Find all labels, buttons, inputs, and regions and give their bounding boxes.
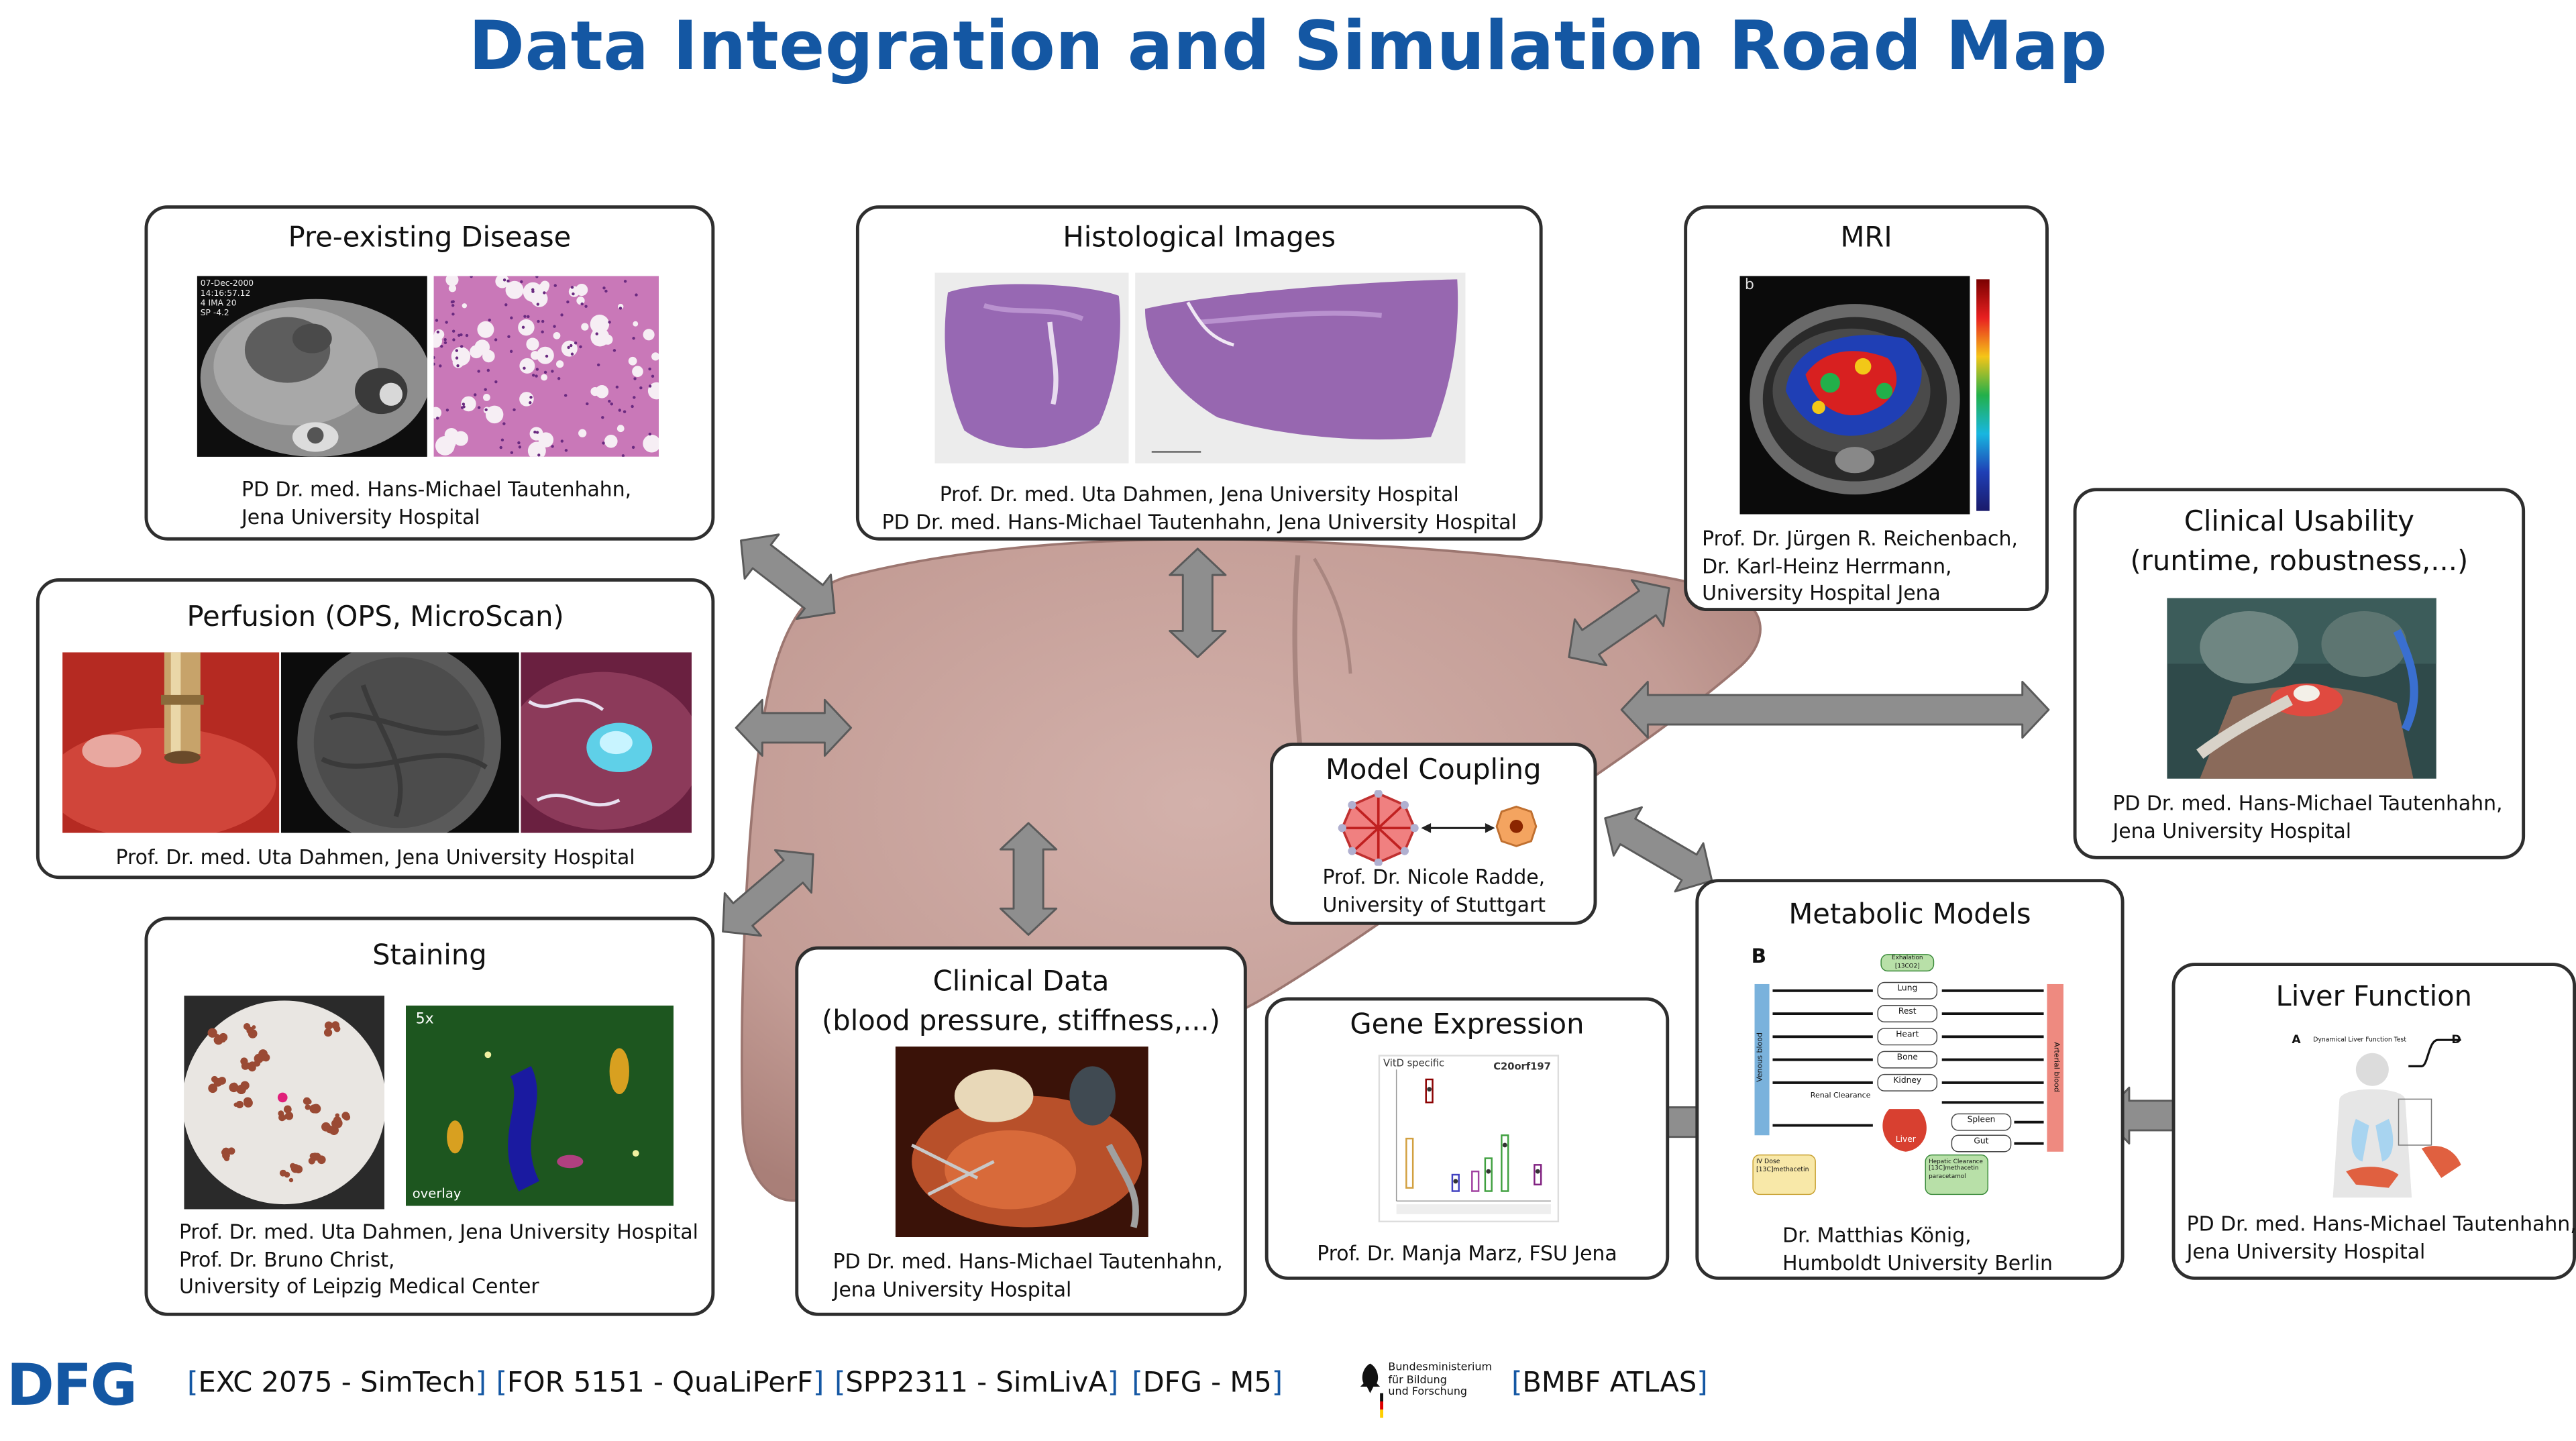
gene-expression-title: Gene Expression [1350, 1008, 1585, 1042]
liver-function-test-diagram: A D Dynamical Liver Function Test [2290, 1033, 2471, 1198]
histological-images-title: Histological Images [1063, 221, 1336, 255]
staining-title: Staining [372, 939, 487, 973]
arrow-clinical-data [999, 822, 1058, 936]
model-coupling-credit: Prof. Dr. Nicole Radde, University of St… [1322, 865, 1546, 916]
mri-perfusion-map: b [1739, 276, 1970, 515]
gene-expression-plot-label: VitD specific [1383, 1058, 1445, 1070]
pbpk-model-diagram: B Exhalation [13CO2] Lung Rest Heart Bon… [1745, 945, 2080, 1204]
clinical-usability-credit: PD Dr. med. Hans-Michael Tautenhahn, Jen… [2112, 792, 2503, 843]
pre-existing-disease-title: Pre-existing Disease [288, 221, 572, 255]
clinical-usability-panel: Clinical Usability (runtime, robustness,… [2073, 488, 2526, 859]
metabolic-models-title: Metabolic Models [1788, 898, 2031, 932]
clinical-data-credit: PD Dr. med. Hans-Michael Tautenhahn, Jen… [833, 1250, 1223, 1301]
liver-function-panel-a: A [2292, 1033, 2301, 1047]
histological-images-panel: Histological Images Prof. Dr. med. Uta D… [855, 205, 1543, 541]
gene-expression-credit: Prof. Dr. Manja Marz, FSU Jena [1317, 1242, 1617, 1265]
mri-panel: MRI b Prof. Dr. Jürgen R. Reichenbach, D… [1684, 205, 2049, 612]
footer-exc-2075: [EXC 2075 - SimTech] [187, 1367, 487, 1400]
pbpk-exhalation-label: Exhalation [13CO2] [1892, 954, 1923, 969]
arrow-histological [1169, 547, 1227, 659]
pbpk-organ-lung: Lung [1897, 983, 1918, 994]
pbpk-organ-rest: Rest [1898, 1007, 1917, 1017]
pre-existing-disease-credit: PD Dr. med. Hans-Michael Tautenhahn, Jen… [241, 478, 632, 529]
bmbf-text: Bundesministerium für Bildung und Forsch… [1388, 1360, 1493, 1399]
mri-title: MRI [1840, 221, 1892, 255]
pbpk-panel-letter: B [1751, 945, 1767, 968]
liver-function-title: Liver Function [2275, 981, 2473, 1014]
fluorescence-zoom-label: 5x [415, 1012, 434, 1029]
dfg-logo: DFG [6, 1353, 138, 1420]
gene-expression-plot: VitD specific C20orf197 [1378, 1055, 1560, 1223]
gene-expression-panel: Gene Expression VitD specific C20orf197 [1265, 997, 1670, 1280]
liver-function-test-label: Dynamical Liver Function Test [2313, 1034, 2407, 1044]
gene-expression-gene-label: C20orf197 [1493, 1061, 1551, 1073]
clinical-data-title: Clinical Data (blood pressure, stiffness… [822, 966, 1221, 1038]
pbpk-venous-blood-bar: Venous blood [1757, 1032, 1766, 1082]
pbpk-organ-kidney: Kidney [1893, 1076, 1922, 1086]
clinical-usability-title: Clinical Usability (runtime, robustness,… [2130, 506, 2469, 579]
arrow-clinical-usability [1620, 680, 2050, 739]
footer-bmbf-atlas: [BMBF ATLAS] [1511, 1367, 1708, 1400]
pre-existing-disease-panel: Pre-existing Disease 07-Dec-2000 14:16:5… [144, 205, 715, 541]
model-coupling-title: Model Coupling [1325, 754, 1542, 788]
arrow-pre-existing [740, 533, 836, 620]
bmbf-logo: Bundesministerium für Bildung und Forsch… [1357, 1360, 1493, 1423]
mri-credit: Prof. Dr. Jürgen R. Reichenbach, Dr. Kar… [1702, 527, 2018, 605]
ct-scan-annotation: 07-Dec-2000 14:16:57.12 4 IMA 20 SP -4.2 [200, 279, 254, 319]
arrow-perfusion [735, 698, 853, 757]
histology-slide-right [1135, 272, 1466, 464]
pbpk-organ-heart: Heart [1896, 1030, 1919, 1040]
fluorescence-overlay-label: overlay [412, 1186, 462, 1202]
microscan-image [280, 652, 519, 833]
ops-probe-photo [62, 652, 280, 833]
ct-scan-image: 07-Dec-2000 14:16:57.12 4 IMA 20 SP -4.2 [197, 276, 427, 457]
pbpk-hepatic-clearance: Hepatic Clearance [13C]methacetin parace… [1929, 1158, 1983, 1179]
footer-dfg-m5: [DFG - M5] [1132, 1367, 1283, 1400]
model-coupling-panel: Model Coupling Prof. Dr. Nicole Radde, U [1270, 742, 1597, 925]
pbpk-arterial-blood-bar: Arterial blood [2051, 1042, 2059, 1092]
histology-slide-left [934, 272, 1129, 464]
staining-panel: Staining 5x overlay Prof. Dr. med. Uta D… [144, 916, 715, 1316]
open-surgery-photo [895, 1047, 1148, 1238]
slide-title: Data Integration and Simulation Road Map [468, 6, 2108, 86]
liver-function-panel-d: D [2451, 1033, 2461, 1047]
footer-spp2311: [SPP2311 - SimLivA] [835, 1367, 1119, 1400]
arrow-staining [722, 849, 814, 937]
pbpk-renal-clearance: Renal Clearance [1810, 1092, 1871, 1101]
pbpk-organ-liver: Liver [1895, 1135, 1916, 1145]
steatosis-histology-image [433, 276, 659, 457]
fluorescence-overlay-image: 5x overlay [405, 1005, 674, 1206]
metabolic-models-credit: Dr. Matthias König, Humboldt University … [1782, 1224, 2053, 1275]
arrow-mri [1568, 579, 1670, 667]
perfusion-title: Perfusion (OPS, MicroScan) [186, 601, 564, 635]
staining-credit: Prof. Dr. med. Uta Dahmen, Jena Universi… [178, 1220, 699, 1298]
surgery-photo [2167, 598, 2436, 779]
liver-dye-photo [521, 652, 692, 833]
histological-images-credit: Prof. Dr. med. Uta Dahmen, Jena Universi… [881, 483, 1517, 533]
footer-for-5151: [FOR 5151 - QuaLiPerF] [496, 1367, 824, 1400]
stained-slide-image [184, 996, 385, 1210]
metabolic-models-panel: Metabolic Models [1695, 879, 2125, 1280]
pbpk-organ-spleen: Spleen [1967, 1115, 1996, 1126]
pbpk-iv-dose: IV Dose [13C]methacetin [1756, 1157, 1809, 1173]
model-coupling-diagram [1338, 790, 1538, 866]
german-eagle-icon [1360, 1363, 1384, 1418]
mri-panel-letter: b [1744, 277, 1754, 295]
pbpk-organ-gut: Gut [1974, 1136, 1989, 1147]
mri-colorbar [1976, 279, 1990, 511]
perfusion-panel: Perfusion (OPS, MicroScan) [36, 578, 715, 879]
clinical-data-panel: Clinical Data (blood pressure, stiffness… [795, 946, 1247, 1316]
liver-function-panel: Liver Function A D Dynamical Liver Funct… [2171, 963, 2576, 1280]
pbpk-organ-bone: Bone [1896, 1053, 1918, 1063]
perfusion-credit: Prof. Dr. med. Uta Dahmen, Jena Universi… [115, 846, 635, 869]
liver-function-credit: PD Dr. med. Hans-Michael Tautenhahn, Jen… [2186, 1212, 2576, 1263]
